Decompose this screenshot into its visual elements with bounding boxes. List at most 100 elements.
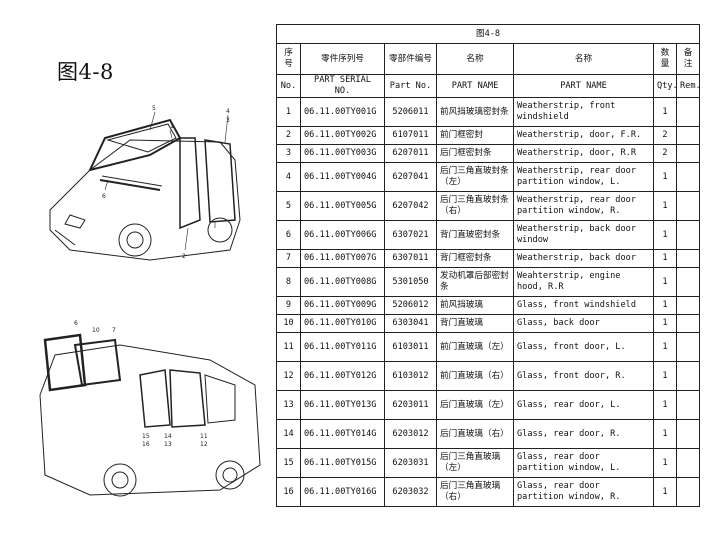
cell-cn: 后门三角直玻封条（左） [436,162,514,192]
cell-part: 5206011 [384,97,437,127]
cell-no: 11 [276,332,301,362]
cell-part: 6103011 [384,332,437,362]
cell-qty: 1 [653,314,677,333]
cell-no: 1 [276,97,301,127]
cell-cn: 发动机罩后部密封条 [436,267,514,297]
cell-en: Weatherstrip, door, R.R [513,144,654,163]
cell-qty: 1 [653,220,677,250]
header-part-en: Part No. [384,74,437,98]
cell-no: 16 [276,477,301,507]
header-no-cn: 序号 [276,43,301,75]
header-name-en-cn: 名称 [513,43,654,75]
header-row-en: No. PART SERIAL NO. Part No. PART NAME P… [276,74,701,98]
cell-en: Weatherstrip, rear door partition window… [513,191,654,221]
cell-qty: 1 [653,419,677,449]
callout-14: 14 [164,433,172,440]
cell-qty: 2 [653,126,677,145]
cell-cn: 背门直玻密封条 [436,220,514,250]
cell-en: Glass, front door, L. [513,332,654,362]
cell-qty: 1 [653,249,677,268]
header-qty-en: Qty. [653,74,677,98]
cell-cn: 后门三角直玻璃（右） [436,477,514,507]
cell-cn: 前门直玻璃（左） [436,332,514,362]
cell-rem [675,477,701,507]
cell-no: 6 [276,220,301,250]
cell-en: Weahterstrip, engine hood, R.R [513,267,654,297]
cell-part: 6207041 [384,162,437,192]
cell-cn: 后门三角直玻封条（右） [436,191,514,221]
cell-serial: 06.11.00TY014G [300,419,385,449]
cell-qty: 1 [653,267,677,297]
table-title-row: 图4-8 [275,24,701,44]
cell-qty: 1 [653,361,677,391]
cell-rem [675,332,701,362]
cell-qty: 1 [653,477,677,507]
cell-no: 4 [276,162,301,192]
cell-no: 15 [276,448,301,478]
cell-qty: 1 [653,162,677,192]
cell-rem [675,97,701,127]
cell-part: 6103012 [384,361,437,391]
callout-12: 12 [200,441,208,448]
cell-serial: 06.11.00TY002G [300,126,385,145]
cell-part: 6203011 [384,390,437,420]
cell-serial: 06.11.00TY008G [300,267,385,297]
rear-callout-numbers: 6 10 7 15 16 13 14 11 12 [74,320,208,448]
cell-serial: 06.11.00TY007G [300,249,385,268]
cell-serial: 06.11.00TY006G [300,220,385,250]
cell-cn: 后门直玻璃（左） [436,390,514,420]
front-car-drawing [49,118,241,261]
cell-en: Weatherstrip, front windshield [513,97,654,127]
callout-10: 10 [92,327,100,334]
callout-7: 7 [112,327,116,334]
cell-cn: 背门直玻璃 [436,314,514,333]
header-part-cn: 零部件编号 [384,43,437,75]
cell-part: 6203012 [384,419,437,449]
callout-15: 15 [142,433,150,440]
header-serial-cn: 零件序列号 [300,43,385,75]
callout-4: 4 [226,108,230,115]
cell-qty: 2 [653,144,677,163]
cell-en: Weatherstrip, rear door partition window… [513,162,654,192]
cell-rem [675,126,701,145]
cell-rem [675,361,701,391]
parts-table: 图4-8 序号 零件序列号 零部件编号 名称 名称 数量 备注 No. PART… [275,24,701,507]
cell-en: Glass, rear door partition window, R. [513,477,654,507]
cell-no: 13 [276,390,301,420]
cell-serial: 06.11.00TY001G [300,97,385,127]
cell-cn: 背门框密封条 [436,249,514,268]
cell-serial: 06.11.00TY013G [300,390,385,420]
callout-13: 13 [164,441,172,448]
callout-6: 6 [102,193,106,200]
cell-no: 7 [276,249,301,268]
header-name-en2: PART NAME [513,74,654,98]
rear-car-drawing [39,333,261,497]
header-no-en: No. [276,74,301,98]
cell-cn: 后门框密封条 [436,144,514,163]
cell-cn: 前门框密封 [436,126,514,145]
cell-serial: 06.11.00TY003G [300,144,385,163]
cell-no: 9 [276,296,301,315]
cell-en: Weatherstrip, door, F.R. [513,126,654,145]
callout-6b: 6 [74,320,78,327]
header-name-en: PART NAME [436,74,514,98]
cell-rem [675,249,701,268]
cell-part: 6207011 [384,144,437,163]
cell-part: 6303041 [384,314,437,333]
cell-part: 6203031 [384,448,437,478]
car-parts-illustration: 5 4 3 1 6 2 6 10 7 15 16 13 14 11 12 [39,105,261,497]
cell-part: 6207042 [384,191,437,221]
cell-en: Glass, rear door, R. [513,419,654,449]
cell-en: Glass, back door [513,314,654,333]
cell-cn: 前风挡玻璃密封条 [436,97,514,127]
callout-1: 1 [170,123,174,130]
callout-16: 16 [142,441,150,448]
cell-cn: 前风挡玻璃 [436,296,514,315]
